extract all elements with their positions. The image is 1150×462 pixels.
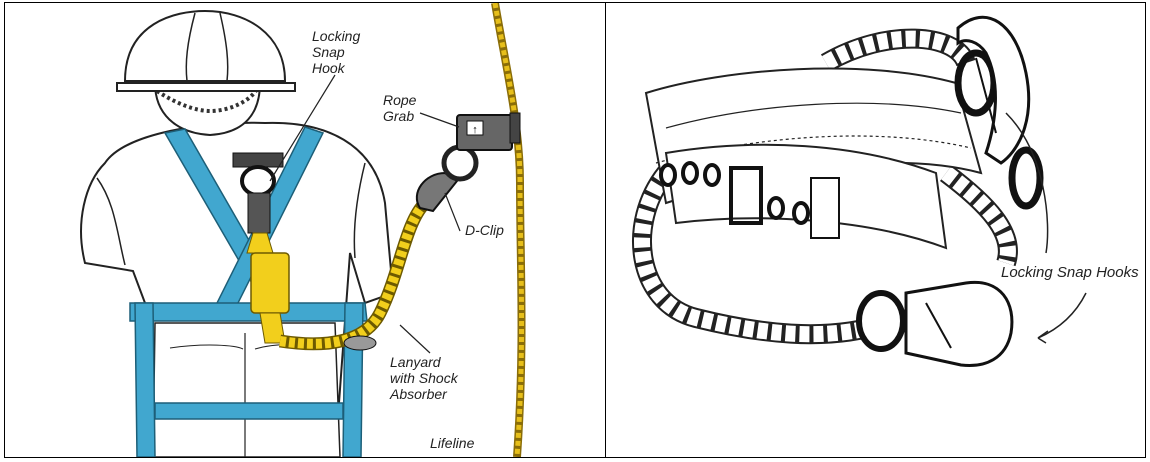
label-snap: Snap — [312, 44, 345, 60]
harness-illustration: ↑ Locking Snap Hook Rope Grab D-Clip Lan… — [5, 3, 605, 457]
pointer-lines — [1006, 113, 1086, 343]
label-grab: Grab — [383, 108, 414, 124]
label-hook: Hook — [312, 60, 346, 76]
belt-illustration: Locking Snap Hooks — [606, 3, 1145, 457]
body-belt — [646, 69, 981, 248]
label-lanyard: Lanyard — [390, 354, 442, 370]
belt-keeper — [811, 178, 839, 238]
label-lifeline: Lifeline — [430, 435, 475, 451]
snap-hook-and-d-clip — [417, 147, 476, 211]
label-absorber: Absorber — [389, 386, 448, 402]
label-locking: Locking — [312, 28, 360, 44]
harness-illustration-panel: ↑ Locking Snap Hook Rope Grab D-Clip Lan… — [5, 3, 605, 457]
label-with-shock: with Shock — [390, 370, 459, 386]
label-locking-snap-hooks: Locking Snap Hooks — [1001, 264, 1139, 281]
rope-grab: ↑ — [457, 113, 520, 150]
svg-text:↑: ↑ — [472, 124, 478, 136]
belt-illustration-panel: Locking Snap Hooks — [606, 3, 1145, 457]
snap-hook-lower — [859, 282, 1012, 365]
label-d-clip: D-Clip — [465, 222, 504, 238]
label-rope: Rope — [383, 92, 417, 108]
